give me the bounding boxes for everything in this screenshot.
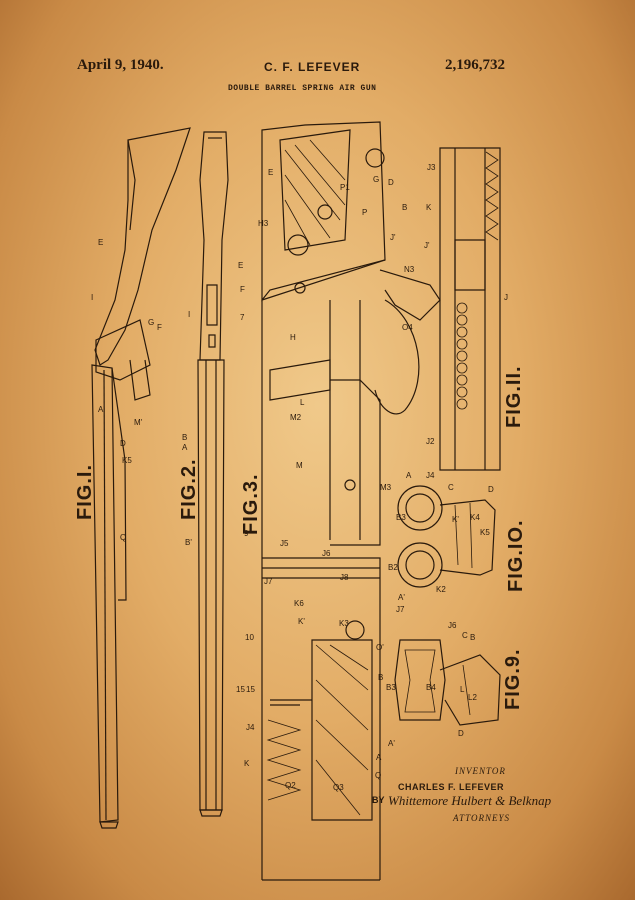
svg-text:B2: B2	[388, 563, 398, 572]
svg-text:J6: J6	[322, 549, 331, 558]
svg-text:7: 7	[240, 313, 245, 322]
svg-text:J: J	[504, 293, 508, 302]
svg-text:J6: J6	[448, 621, 457, 630]
fig3-drawing	[262, 122, 440, 880]
svg-text:15: 15	[236, 685, 245, 694]
fig2-drawing	[198, 132, 228, 816]
fig3-label: FIG.3.	[240, 473, 263, 535]
svg-text:G: G	[373, 175, 379, 184]
svg-text:J7: J7	[264, 577, 273, 586]
svg-text:H: H	[290, 333, 296, 342]
svg-text:Q2: Q2	[285, 781, 296, 790]
svg-text:O': O'	[376, 643, 384, 652]
svg-text:D: D	[488, 485, 494, 494]
svg-text:G: G	[148, 318, 154, 327]
svg-text:B: B	[402, 203, 407, 212]
svg-text:M: M	[296, 461, 303, 470]
svg-text:C: C	[448, 483, 454, 492]
svg-text:J': J'	[424, 241, 430, 250]
svg-text:K': K'	[298, 617, 305, 626]
fig9-label: FIG.9.	[502, 648, 525, 710]
svg-text:L2: L2	[468, 693, 477, 702]
svg-text:K3: K3	[339, 619, 349, 628]
svg-text:J4: J4	[246, 723, 255, 732]
svg-text:I: I	[91, 293, 93, 302]
svg-text:D: D	[120, 439, 126, 448]
svg-text:J': J'	[390, 233, 396, 242]
attorneys-label: ATTORNEYS	[453, 813, 510, 823]
svg-text:L: L	[300, 398, 305, 407]
svg-text:B': B'	[185, 538, 192, 547]
svg-text:B: B	[378, 673, 383, 682]
svg-text:J2: J2	[426, 437, 435, 446]
attorneys-signature: Whittemore Hulbert & Belknap	[388, 793, 551, 809]
fig1-drawing	[92, 128, 190, 828]
svg-text:P: P	[362, 208, 367, 217]
svg-text:K6: K6	[294, 599, 304, 608]
fig10-label: FIG.IO.	[505, 519, 528, 592]
svg-text:10: 10	[245, 633, 254, 642]
svg-text:K2: K2	[436, 585, 446, 594]
svg-text:B4: B4	[426, 683, 436, 692]
svg-text:C: C	[462, 631, 468, 640]
svg-text:A: A	[376, 753, 382, 762]
svg-text:K5: K5	[480, 528, 490, 537]
svg-text:K4: K4	[470, 513, 480, 522]
svg-text:K5: K5	[122, 456, 132, 465]
svg-text:K: K	[244, 759, 250, 768]
svg-text:M3: M3	[380, 483, 392, 492]
svg-text:Q: Q	[375, 771, 381, 780]
svg-text:D: D	[458, 729, 464, 738]
svg-text:J5: J5	[280, 539, 289, 548]
svg-text:H3: H3	[258, 219, 269, 228]
svg-text:F: F	[240, 285, 245, 294]
fig1-label: FIG.I.	[74, 464, 97, 520]
fig9-drawing	[395, 640, 500, 725]
inventor-label: INVENTOR	[455, 766, 506, 776]
svg-text:M': M'	[134, 418, 143, 427]
svg-text:K': K'	[452, 515, 459, 524]
svg-text:A': A'	[398, 593, 405, 602]
svg-text:B: B	[470, 633, 475, 642]
svg-text:E: E	[238, 261, 243, 270]
svg-text:J4: J4	[426, 471, 435, 480]
svg-text:D: D	[388, 178, 394, 187]
svg-text:L: L	[460, 685, 465, 694]
svg-text:J8: J8	[340, 573, 349, 582]
svg-text:B: B	[182, 433, 187, 442]
svg-text:P1: P1	[340, 183, 350, 192]
svg-text:E: E	[268, 168, 273, 177]
svg-text:O4: O4	[402, 323, 413, 332]
svg-text:15: 15	[246, 685, 255, 694]
fig2-label: FIG.2.	[178, 458, 201, 520]
svg-text:A: A	[182, 443, 188, 452]
svg-text:A': A'	[98, 405, 105, 414]
svg-text:A': A'	[388, 739, 395, 748]
by-label: BY	[372, 795, 385, 805]
reference-labels: EIGF A'DM'K5Q BAB'E FI79 151510J4 KEH3H …	[91, 163, 508, 792]
svg-text:J7: J7	[396, 605, 405, 614]
svg-text:B3: B3	[396, 513, 406, 522]
svg-text:F: F	[157, 323, 162, 332]
svg-text:E: E	[98, 238, 103, 247]
svg-text:N3: N3	[404, 265, 415, 274]
svg-text:M2: M2	[290, 413, 302, 422]
svg-text:K: K	[426, 203, 432, 212]
svg-text:A: A	[406, 471, 412, 480]
svg-text:Q3: Q3	[333, 783, 344, 792]
svg-text:I: I	[188, 310, 190, 319]
svg-text:J3: J3	[427, 163, 436, 172]
svg-text:Q: Q	[120, 533, 126, 542]
fig11-label: FIG.II.	[503, 365, 526, 428]
fig11-drawing	[440, 148, 500, 470]
inventor-name: CHARLES F. LEFEVER	[398, 782, 504, 792]
svg-text:B3: B3	[386, 683, 396, 692]
